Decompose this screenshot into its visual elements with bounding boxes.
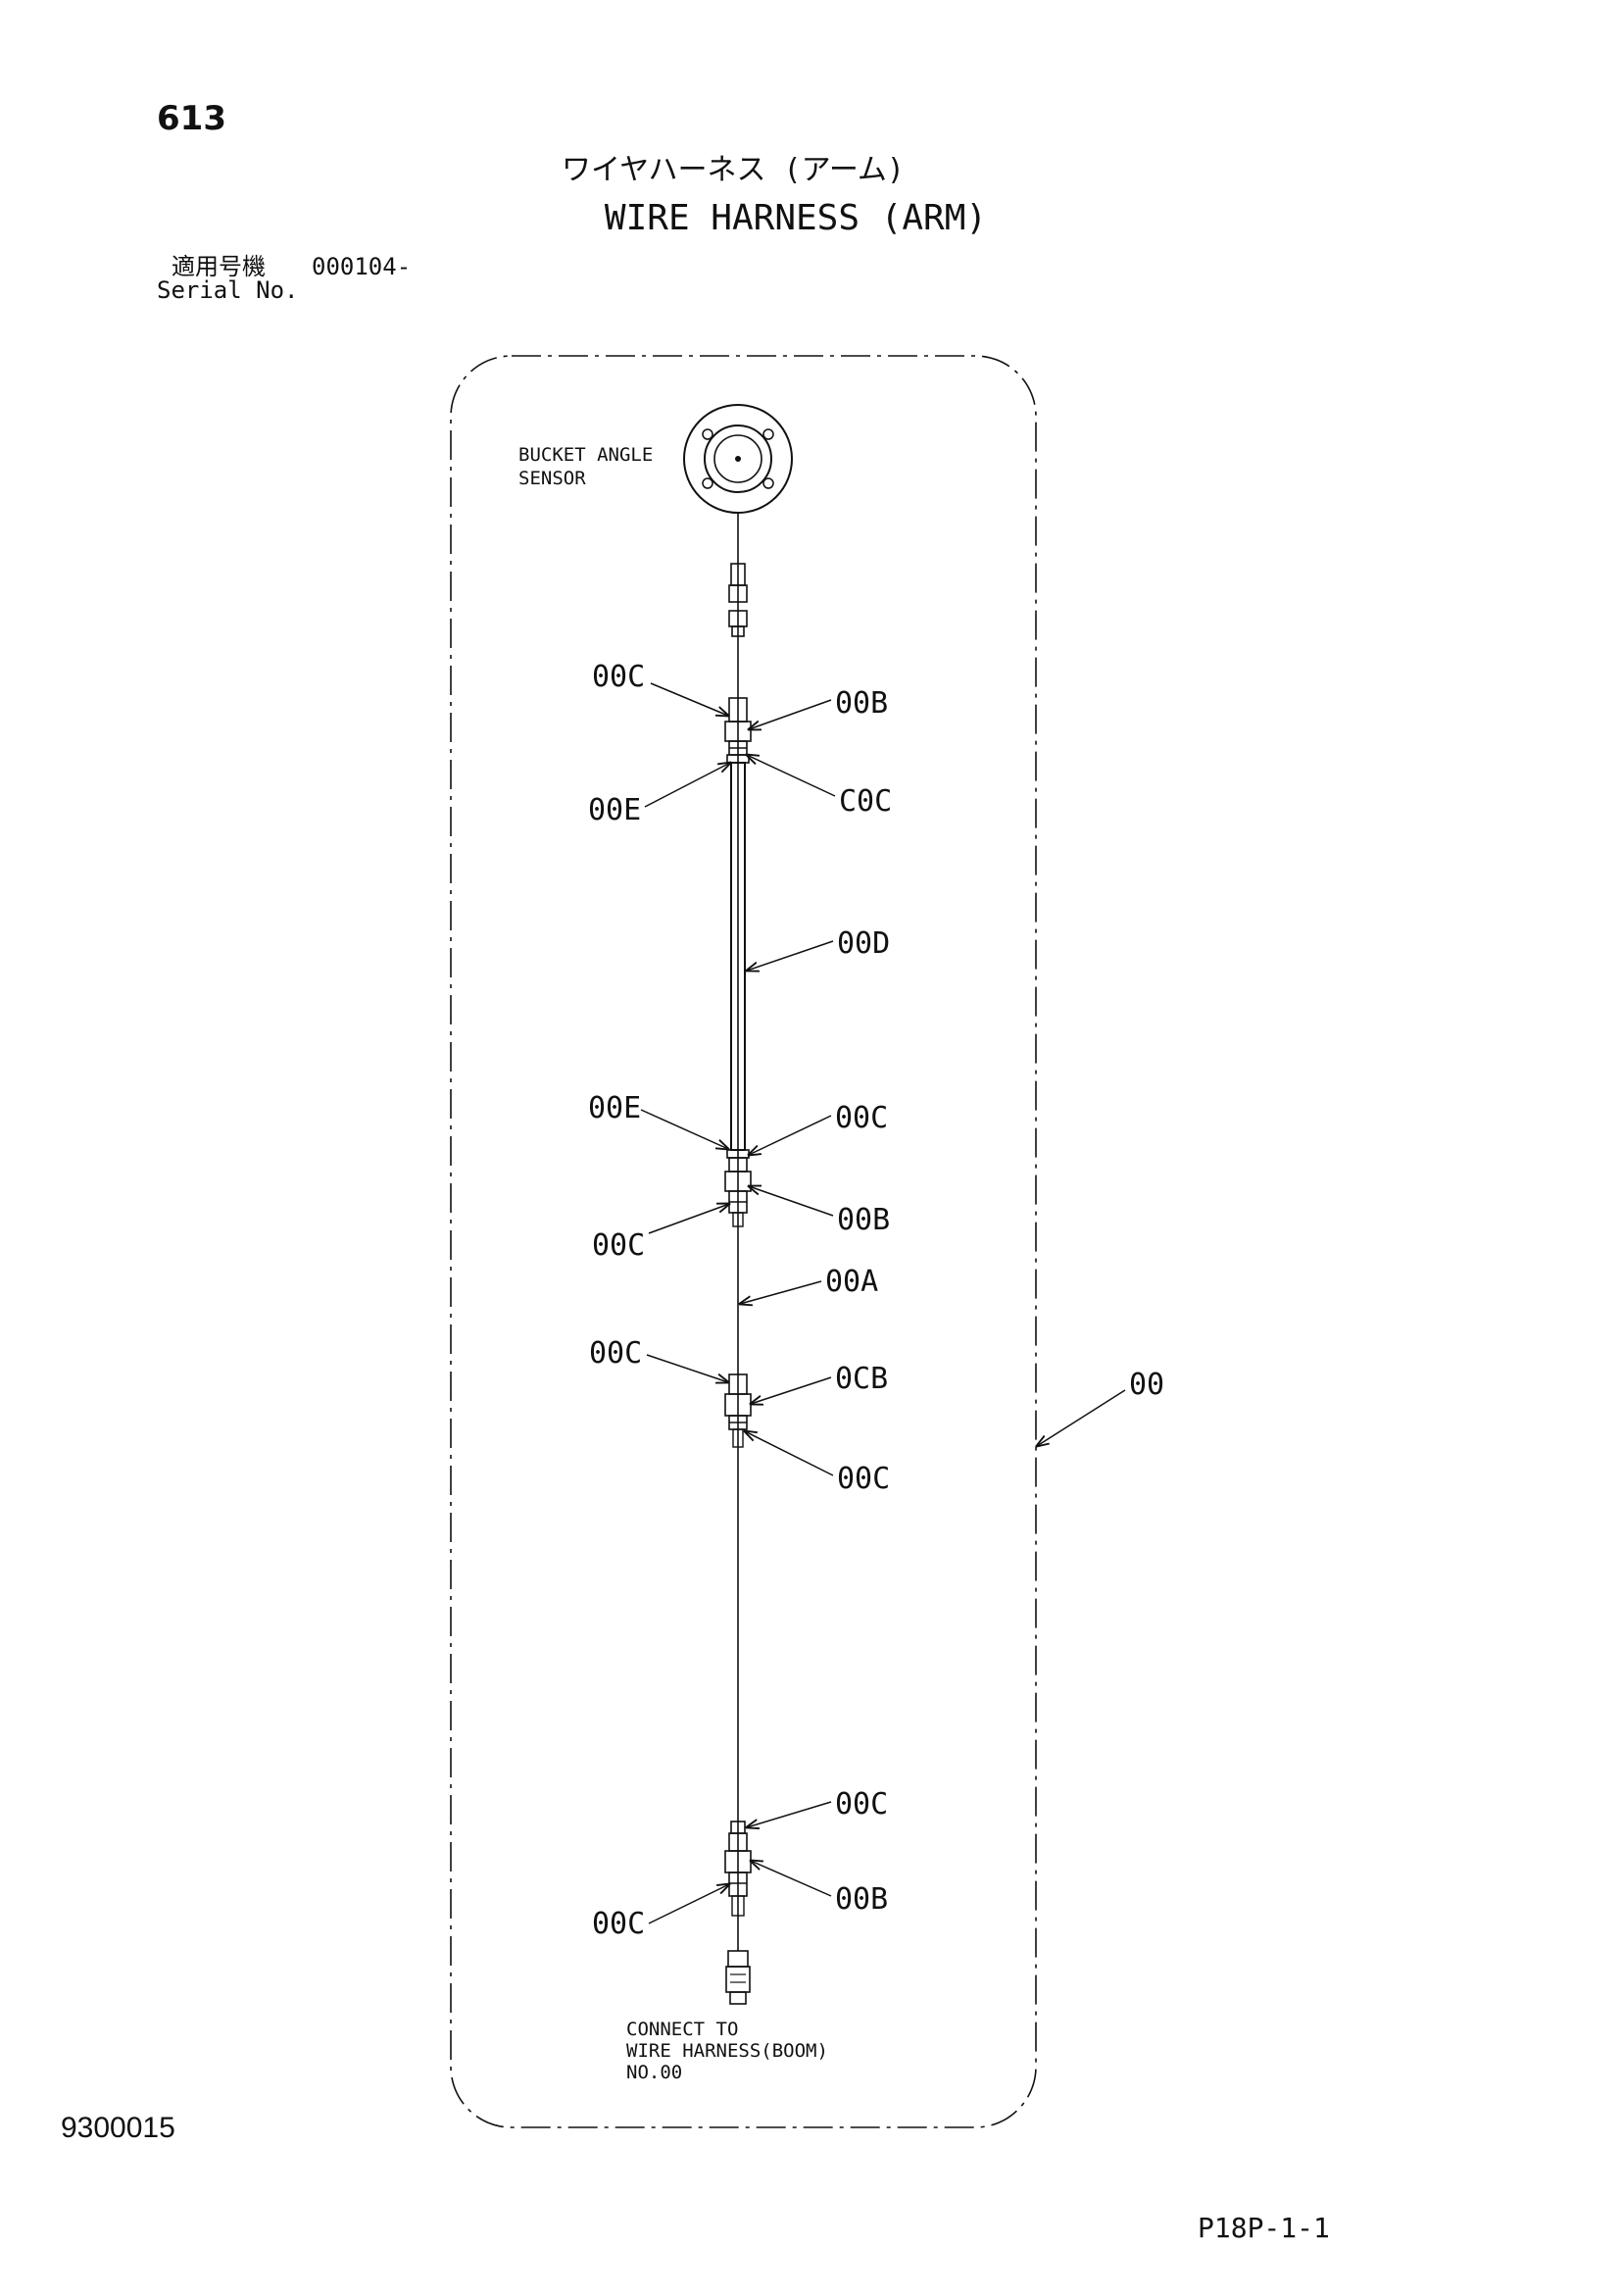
callout-00c-bottom-right: 00C	[835, 1787, 888, 1822]
callout-00-assembly: 00	[1129, 1368, 1164, 1402]
connect-note-line1: CONNECT TO	[626, 2019, 738, 2040]
leader-lines	[640, 682, 1126, 1924]
serial-value: 000104-	[312, 253, 411, 280]
callout-00c-clamp-left: 00C	[589, 1336, 642, 1371]
sensor-label-line1: BUCKET ANGLE	[518, 444, 653, 466]
callout-c0c: C0C	[839, 784, 892, 819]
callout-00a: 00A	[825, 1265, 878, 1299]
document-number: 9300015	[61, 2112, 175, 2144]
page-code: P18P-1-1	[1198, 2212, 1330, 2244]
callout-00c-upper-left: 00C	[592, 660, 645, 694]
callout-00d: 00D	[837, 926, 890, 961]
callout-00e-upper: 00E	[588, 793, 641, 827]
callout-0cb: 0CB	[835, 1362, 888, 1396]
connect-note-line2: WIRE HARNESS(BOOM)	[626, 2040, 828, 2062]
callout-00c-middle-right: 00C	[835, 1101, 888, 1135]
title-japanese: ワイヤハーネス (アーム)	[562, 153, 905, 187]
title-english: WIRE HARNESS (ARM)	[605, 198, 987, 238]
sensor-connector	[728, 563, 748, 637]
boom-connector	[725, 1950, 751, 2005]
callout-00b-middle: 00B	[837, 1203, 890, 1237]
connect-note-line3: NO.00	[626, 2062, 682, 2083]
callout-00c-clamp-right: 00C	[837, 1462, 890, 1496]
sensor-label-line2: SENSOR	[518, 468, 586, 489]
callout-00b-upper: 00B	[835, 686, 888, 721]
callout-00c-middle-left: 00C	[592, 1228, 645, 1263]
assembly-boundary	[450, 355, 1037, 2128]
callout-00c-bottom-left: 00C	[592, 1907, 645, 1941]
page-number: 613	[157, 99, 226, 138]
serial-label-japanese: 適用号機	[172, 253, 266, 280]
callout-00b-bottom: 00B	[835, 1882, 888, 1917]
bucket-angle-sensor	[683, 404, 793, 514]
serial-label-english: Serial No.	[157, 276, 299, 304]
callout-00e-lower: 00E	[588, 1091, 641, 1125]
